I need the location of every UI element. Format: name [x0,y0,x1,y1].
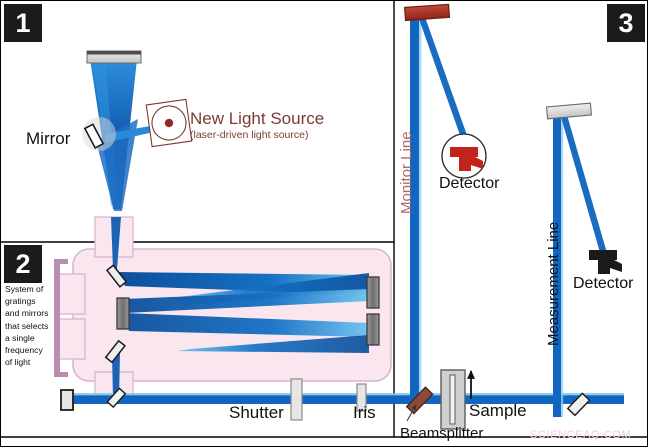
beam-exit-vertical [112,353,120,399]
shutter-label: Shutter [229,403,284,422]
monitor-line-label: Monitor Line [398,131,415,214]
beamline-fold-mirror [106,387,127,409]
measurement-fold-mirror [566,392,591,417]
sample-label: Sample [469,401,527,420]
panel-1-optics [82,50,193,211]
panel-badge-2: 2 [4,245,42,283]
light-source-target-icon [145,98,193,148]
beamline-end-mirror [60,389,74,411]
measurement-detector-icon [589,250,622,274]
monochromator-mirror-lower [104,339,126,364]
mirror-label: Mirror [26,129,71,148]
measurement-top-mirror [545,102,593,120]
right-grating-lower [366,313,380,346]
beam-entry-vertical [111,217,121,269]
beamsplitter-pointer [406,404,417,422]
monitor-top-mirror [403,3,451,22]
watermark: SCIENCEAQ.COM [530,429,632,441]
monochromator-mirror-upper [105,264,128,288]
beam-measurement-vertical [553,117,561,417]
beam-grating-lower [177,335,369,353]
fold-mirror-panel1 [82,117,116,151]
measurement-detector-label: Detector [573,275,634,292]
shutter [290,378,303,421]
monochromator-caption: System of gratings and mirrors that sele… [5,284,49,368]
grating-stack-lower [58,318,86,360]
new-light-source-sublabel: (laser-driven light source) [190,129,309,141]
panel-2-monochromator [54,216,392,403]
beam-monitor-vertical [410,17,419,397]
beam-grating-mid-lower [125,313,369,337]
new-light-source-label: New Light Source [190,109,325,128]
iris [356,383,367,412]
beam-grating-mid [125,289,369,313]
central-grating [116,297,130,330]
panel-badge-3: 3 [607,4,645,42]
panel-dividers [1,1,647,438]
grating-stack-upper [58,273,86,315]
beam-horizontal-glow [67,393,624,396]
measurement-line-label: Measurement Line [545,221,562,346]
iris-label: Iris [353,403,376,422]
top-mirror [86,50,142,64]
bracket-icon [54,259,68,377]
panel-3-optics [403,3,622,430]
sample-cuvette [440,369,466,430]
panel-badge-1: 1 [4,4,42,42]
beam-monitor-diagonal [419,17,479,172]
right-grating-upper [366,276,380,309]
beam-monitor-vertical-glow [419,17,422,397]
monitor-detector-icon [441,133,487,179]
monitor-detector-label: Detector [439,175,500,192]
beam-measurement-diagonal [561,115,607,256]
main-beamline [60,378,624,421]
beamsplitter-label: Beamsplitter [400,425,484,442]
beam-measurement-vertical-glow [561,117,564,417]
beam-horizontal-main [67,395,624,404]
